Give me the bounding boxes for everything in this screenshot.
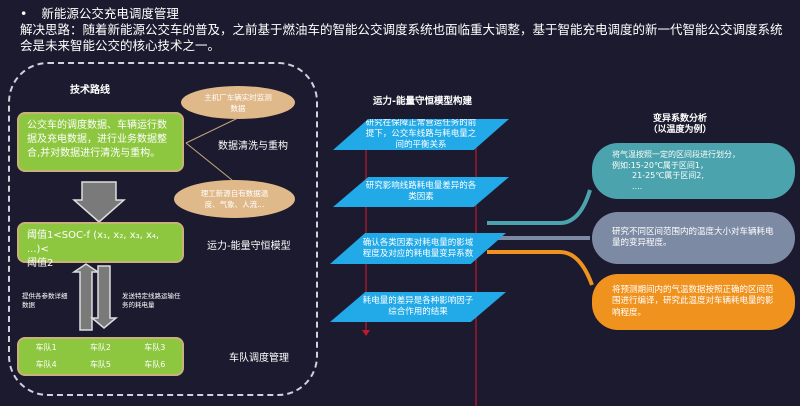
connector-teal [487, 189, 592, 225]
fleet-cell[interactable]: 车队4 [35, 360, 57, 370]
model-step-3: 确认各类因素对耗电量的影域程度及对应的耗电量变异系数 [330, 233, 506, 264]
bubble1-line: 例如:15-20℃属于区间1， [612, 160, 709, 170]
model-step-4: 耗电量的差异是各种影响因子综合作用的结果 [330, 292, 506, 322]
soc-formula-box: 阈值1<SOC-f (x₁, x₂, x₃, x₄, ...)< 阈值2 [17, 222, 184, 269]
oval-top-connector [185, 117, 239, 144]
header: • 新能源公交充电调度管理 解决思路：随着新能源公交车的普及，之前基于燃油车的智能… [20, 6, 790, 54]
step-energy-model: 运力-能量守恒模型 [207, 241, 291, 252]
page-title: 新能源公交充电调度管理 [41, 6, 179, 21]
arrow-up-label: 提供各参数详细数据 [22, 292, 68, 309]
variance-title-group: 变异系数分析 （以温度为例） [620, 114, 740, 136]
fleet-grid: 车队1 车队2 车队3 车队4 车队5 车队6 [17, 337, 184, 376]
data-integration-box: 公交车的调度数据、车辆运行数据及充电数据，进行业务数据整合,并对数据进行清洗与重… [17, 112, 184, 172]
tech-route-frame [8, 62, 318, 396]
model-step-1: 研究在保障正常营运任务的前提下，公交车线路与耗电量之间的平衡关系 [333, 119, 509, 150]
oval-oem-data: 主机厂车辆实时监测数据 [181, 86, 295, 119]
bubble1-line: 21-25℃属于区间2, [632, 171, 704, 180]
down-arrow-icon [89, 265, 119, 329]
arrow-down-label: 发送特定线路运输任务的耗电量 [122, 292, 181, 309]
description: 解决思路：随着新能源公交车的普及，之前基于燃油车的智能公交调度系统也面临重大调整… [20, 22, 783, 53]
model-step-2: 研究影响线路耗电量差异的各类因素 [333, 177, 509, 207]
oval-bottom-connector [185, 142, 233, 181]
fleet-cell[interactable]: 车队1 [35, 342, 57, 352]
bubble-interval-division: 将气温按照一定的区间段进行划分， 例如:15-20℃属于区间1， 21-25℃属… [592, 143, 795, 199]
step-fleet-scheduling: 车队调度管理 [229, 353, 289, 364]
variance-subtitle: （以温度为例） [648, 125, 712, 135]
bubble-variance-study: 研究不同区间范围内的温度大小对车辆耗电量的变异程度。 [592, 212, 795, 264]
bubble-forecast-impact: 将预测期间内的气温数据按照正确的区间范围进行编译，研究此温度对车辆耗电量的影响程… [592, 274, 795, 330]
oval-own-data: 理工新源自有数据温度、气象、人流... [174, 180, 295, 218]
down-arrow-icon [72, 181, 126, 223]
fleet-cell[interactable]: 车队5 [89, 360, 112, 370]
connector-orange [487, 250, 594, 286]
fleet-cell[interactable]: 车队2 [89, 342, 112, 352]
formula-line1: 阈值1<SOC-f (x₁, x₂, x₃, x₄, ...)< [27, 230, 160, 255]
fleet-cell[interactable]: 车队6 [144, 360, 166, 370]
step-data-cleaning: 数据清洗与重构 [218, 141, 288, 152]
fleet-cell[interactable]: 车队3 [144, 342, 166, 352]
arrow-head-icon [362, 330, 370, 336]
tech-route-title: 技术路线 [70, 85, 110, 96]
variance-title: 变异系数分析 [652, 114, 707, 124]
bubble1-line: .... [632, 181, 643, 191]
formula-line2: 阈值2 [27, 258, 54, 269]
model-title: 运力-能量守恒模型构建 [373, 96, 472, 107]
bullet: • [20, 6, 28, 21]
bubble1-line: 将气温按照一定的区间段进行划分， [612, 150, 740, 159]
